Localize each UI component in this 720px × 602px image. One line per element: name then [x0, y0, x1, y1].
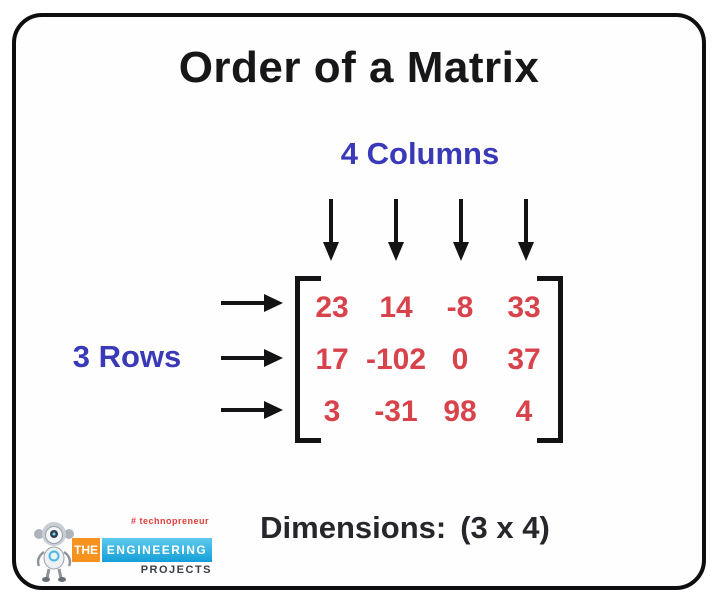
- right-arrow-icon: [221, 349, 283, 367]
- matrix-cell: -31: [374, 395, 418, 428]
- logo-badges: THE ENGINEERING: [72, 538, 212, 562]
- rows-label: 3 Rows: [72, 339, 182, 374]
- logo-projects-label: PROJECTS: [140, 564, 212, 576]
- diagram-card: Order of a Matrix 4 Columns 23 14 -8 33 …: [12, 13, 706, 590]
- dimensions-line: Dimensions: (3 x 4): [205, 510, 605, 546]
- matrix-cell: 4: [515, 395, 533, 428]
- brand-logo: # technopreneur THE ENGINEERING PROJECTS: [32, 514, 222, 590]
- matrix-cell: -102: [365, 343, 427, 376]
- down-arrow-icon: [452, 199, 469, 261]
- column-arrow-slot: [428, 198, 493, 264]
- matrix-left-bracket: [295, 276, 321, 443]
- page-title: Order of a Matrix: [178, 43, 540, 92]
- matrix-row: 17 -102 0 37: [300, 334, 556, 386]
- matrix-cell: 33: [507, 291, 541, 324]
- matrix: 23 14 -8 33 17 -102 0 37 3 -31 98 4: [300, 282, 556, 438]
- logo-engineering-badge: ENGINEERING: [102, 538, 212, 562]
- column-arrow-slot: [363, 198, 428, 264]
- matrix-cell: 3: [323, 395, 341, 428]
- matrix-right-bracket: [537, 276, 563, 443]
- logo-tagline: # technopreneur: [130, 516, 209, 526]
- dimensions-value: (3 x 4): [460, 510, 550, 545]
- matrix-cell: -8: [446, 291, 474, 324]
- column-arrow-slot: [493, 198, 558, 264]
- down-arrow-icon: [517, 199, 534, 261]
- matrix-cell: 14: [379, 291, 413, 324]
- matrix-cell: 23: [315, 291, 349, 324]
- matrix-cell: 37: [507, 343, 541, 376]
- down-arrow-icon: [322, 199, 339, 261]
- matrix-cell: 0: [451, 343, 469, 376]
- matrix-cell: 17: [315, 343, 349, 376]
- column-arrows-group: [298, 198, 558, 264]
- column-arrow-slot: [298, 198, 363, 264]
- right-arrow-icon: [221, 294, 283, 312]
- columns-label: 4 Columns: [340, 136, 500, 171]
- robot-icon: [34, 522, 74, 582]
- dimensions-caption: Dimensions:: [260, 510, 447, 545]
- down-arrow-icon: [387, 199, 404, 261]
- matrix-row: 23 14 -8 33: [300, 282, 556, 334]
- logo-the-badge: THE: [72, 538, 100, 562]
- matrix-row: 3 -31 98 4: [300, 386, 556, 438]
- matrix-cell: 98: [443, 395, 477, 428]
- right-arrow-icon: [221, 401, 283, 419]
